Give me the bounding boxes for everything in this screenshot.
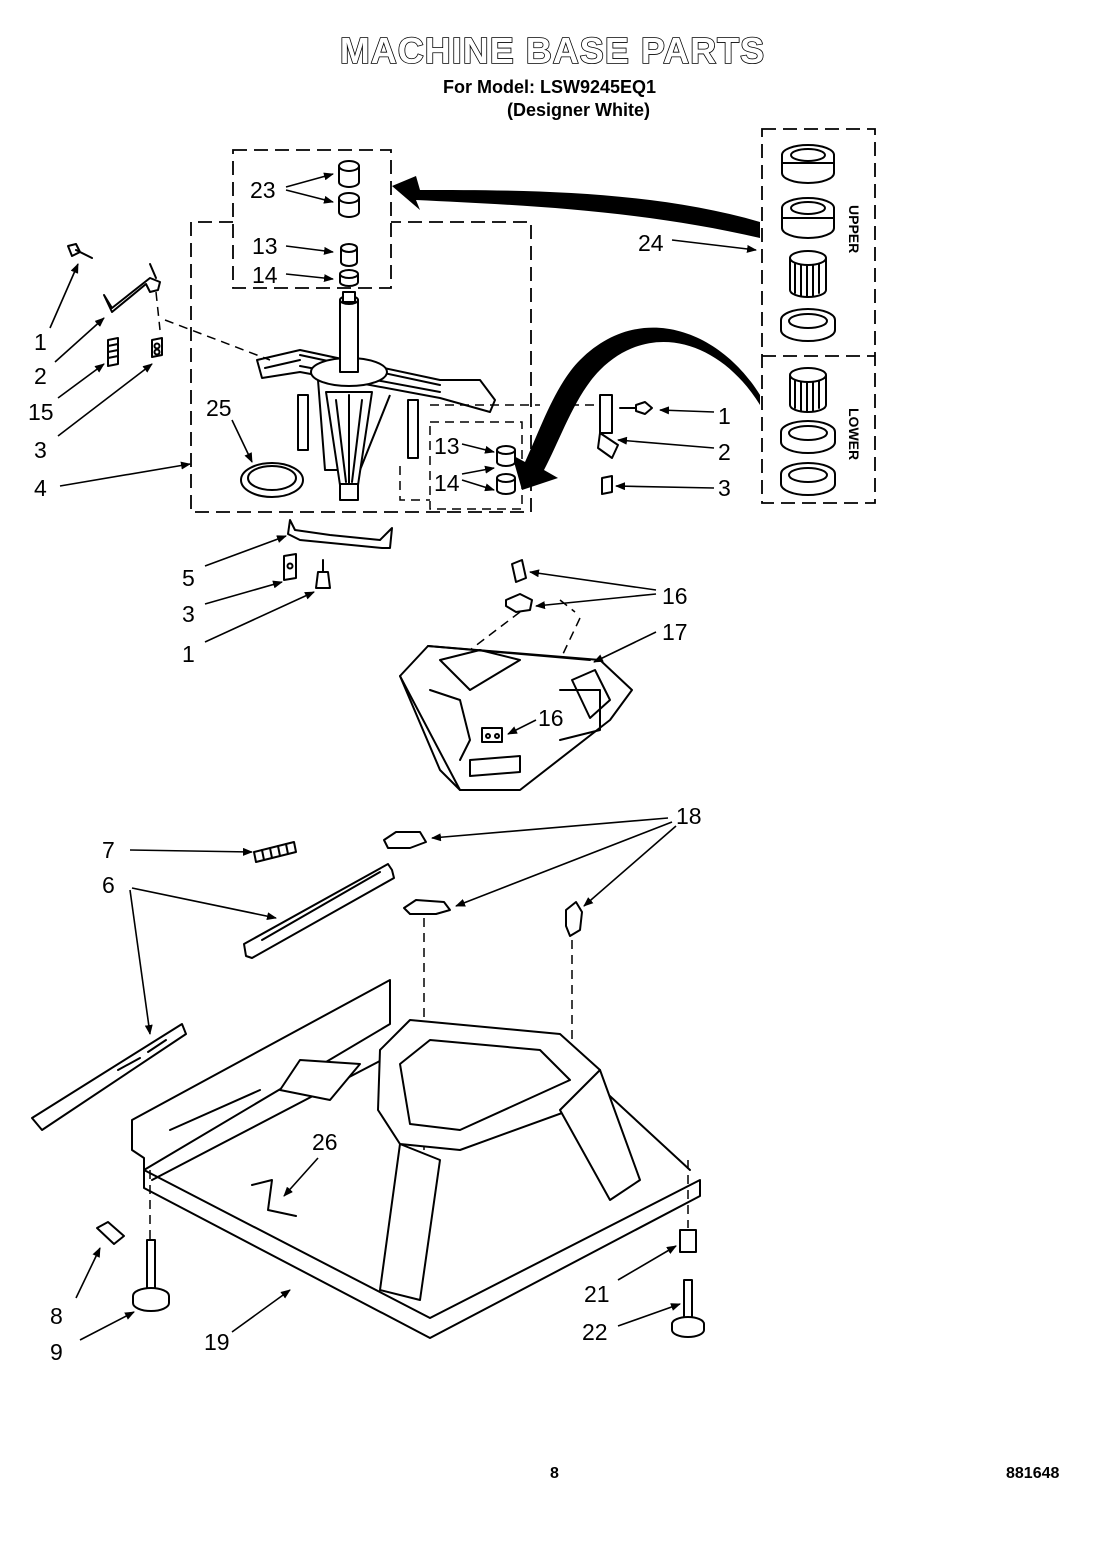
model-line: For Model: LSW9245EQ1 xyxy=(443,77,657,97)
callout-15: 15 xyxy=(28,399,54,425)
lower-label: LOWER xyxy=(846,408,862,460)
callout-7: 7 xyxy=(102,837,115,863)
feet xyxy=(96,1221,705,1338)
document-number: 881648 xyxy=(1006,1465,1060,1482)
callout-24: 24 xyxy=(638,230,664,256)
callout-18: 18 xyxy=(676,803,702,829)
callout-22: 22 xyxy=(582,1319,608,1345)
spring-and-brackets xyxy=(31,841,395,1131)
upper-bushing-2 xyxy=(781,197,835,239)
machine-base xyxy=(131,979,701,1339)
callout-21: 21 xyxy=(584,1281,610,1307)
callout-9: 9 xyxy=(50,1339,63,1365)
callout-23: 23 xyxy=(250,177,276,203)
callout-4: 4 xyxy=(34,475,47,501)
callout-5: 5 xyxy=(182,565,195,591)
callout-14: 14 xyxy=(434,470,460,496)
lower-bracket xyxy=(283,519,393,589)
page-number: 8 xyxy=(550,1465,559,1482)
suspension-assembly xyxy=(164,291,600,501)
callout-1: 1 xyxy=(182,641,195,667)
upper-bushing-1 xyxy=(781,144,835,184)
callout-2: 2 xyxy=(34,363,47,389)
bushing-kit-parts: UPPER LOWER xyxy=(780,144,862,496)
callout-13: 13 xyxy=(252,233,278,259)
lower-bushings xyxy=(496,445,516,495)
callout-25: 25 xyxy=(206,395,232,421)
right-hardware xyxy=(597,394,653,495)
callout-6: 6 xyxy=(102,872,115,898)
callout-1: 1 xyxy=(34,329,47,355)
lower-ring-2 xyxy=(780,462,836,496)
callout-8: 8 xyxy=(50,1303,63,1329)
callout-14: 14 xyxy=(252,262,278,288)
bushing-kit-box xyxy=(761,128,876,504)
left-hardware xyxy=(67,243,163,367)
callout-2: 2 xyxy=(718,439,731,465)
callout-1: 1 xyxy=(718,403,731,429)
lower-splined-bushing xyxy=(789,367,827,413)
lower-ring-1 xyxy=(780,420,836,454)
callout-3: 3 xyxy=(34,437,47,463)
callout-3: 3 xyxy=(718,475,731,501)
variant-line: (Designer White) xyxy=(507,100,651,120)
callout-26: 26 xyxy=(312,1129,338,1155)
upper-ring xyxy=(780,308,836,342)
kit-arrows xyxy=(392,176,760,490)
callout-13: 13 xyxy=(434,433,460,459)
callout-3: 3 xyxy=(182,601,195,627)
callout-19: 19 xyxy=(204,1329,230,1355)
upper-kit-arrow xyxy=(392,176,760,238)
lower-kit-arrow xyxy=(512,327,760,490)
page-title: MACHINE BASE PARTS xyxy=(339,29,766,72)
leader-lines xyxy=(49,172,757,1341)
clips-18 xyxy=(383,831,583,1150)
callout-labels: 23 13 14 1 2 15 3 4 25 24 1 2 3 13 14 5 … xyxy=(28,177,731,1365)
callout-16: 16 xyxy=(662,583,688,609)
top-frame xyxy=(399,559,633,791)
upper-splined-bushing xyxy=(789,250,827,298)
ring-25 xyxy=(240,462,304,498)
top-bushings xyxy=(338,160,360,287)
spin-tube-assembly-box xyxy=(190,221,532,513)
callout-16: 16 xyxy=(538,705,564,731)
callout-17: 17 xyxy=(662,619,688,645)
upper-label: UPPER xyxy=(846,205,862,253)
